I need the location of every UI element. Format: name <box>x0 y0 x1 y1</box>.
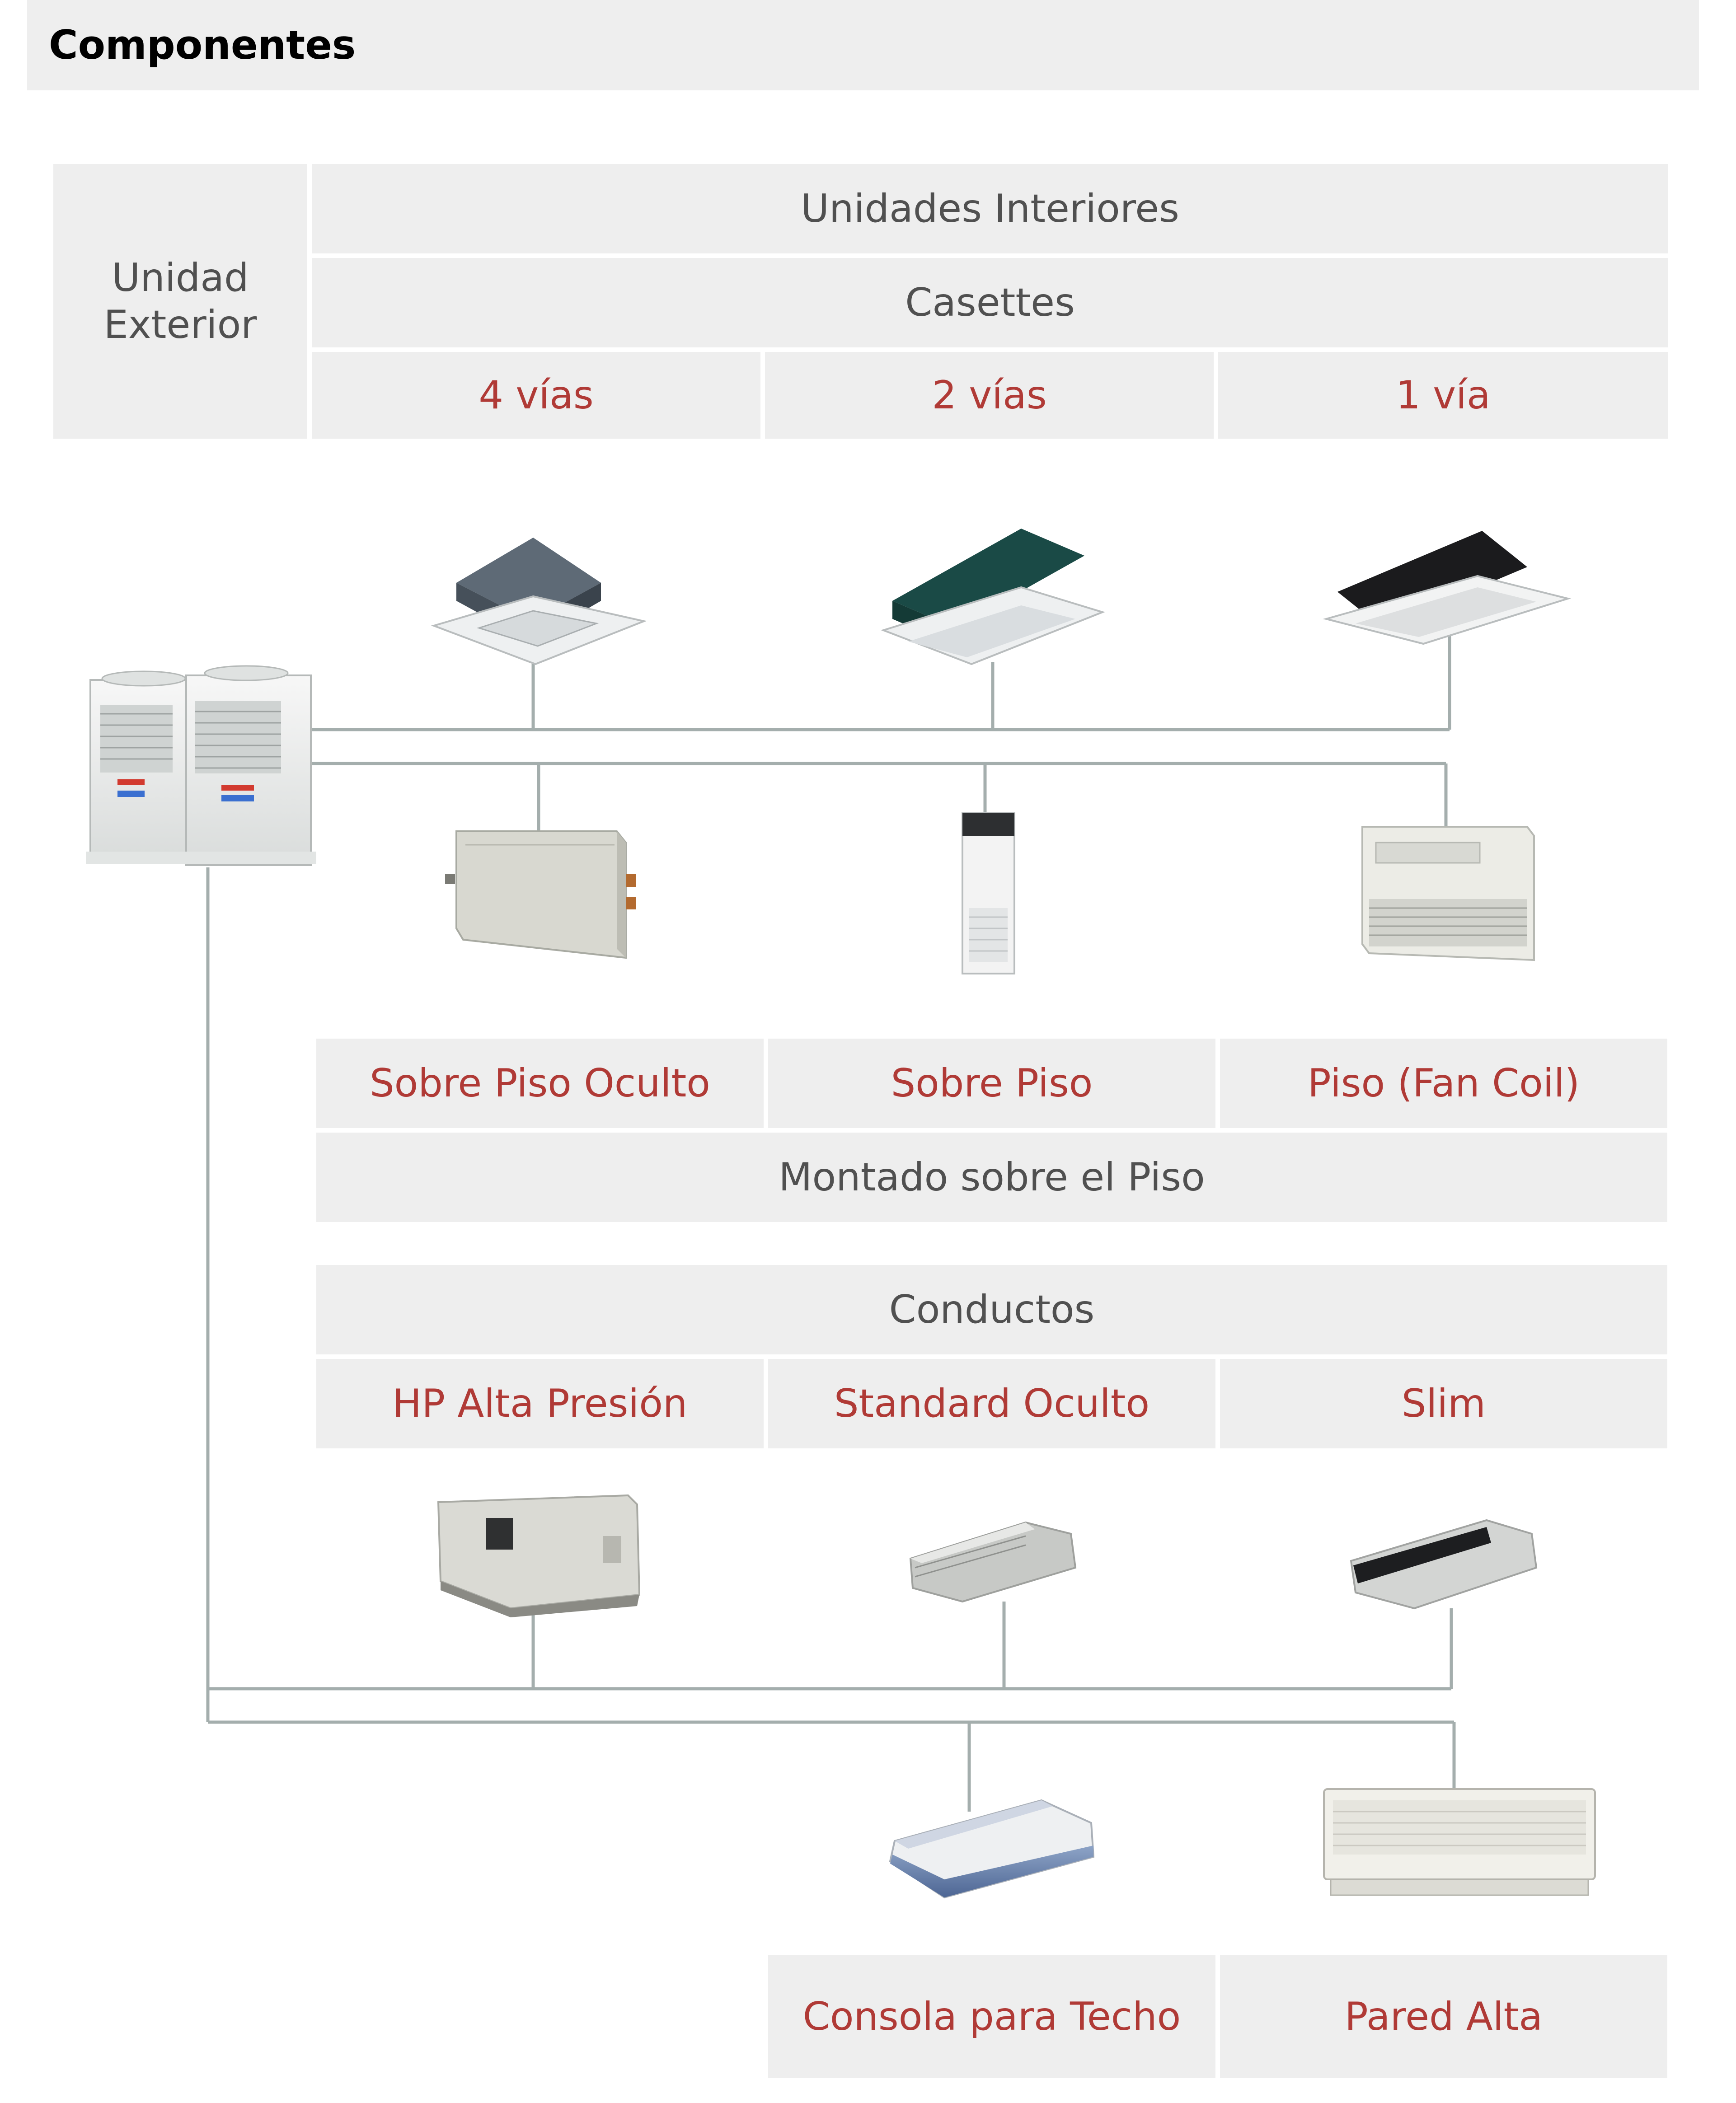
fan-coil-unit-icon <box>1361 826 1535 961</box>
cassette-type-4-way: 4 vías <box>312 352 760 439</box>
outdoor-unit-icon <box>86 665 316 866</box>
concealed-floor-unit-icon <box>445 830 636 959</box>
header-bar <box>27 0 1699 90</box>
floor-type-fan-coil: Piso (Fan Coil) <box>1220 1039 1667 1128</box>
ducts-group-label: Conductos <box>316 1265 1667 1354</box>
floor-type-concealed: Sobre Piso Oculto <box>316 1039 764 1128</box>
ceiling-console-icon <box>889 1799 1095 1899</box>
floor-standing-unit-icon <box>962 812 1015 974</box>
outdoor-unit-label: Unidad Exterior <box>53 164 307 439</box>
floor-pipe-group <box>312 762 1448 831</box>
high-wall-unit-icon <box>1323 1788 1596 1896</box>
cassettes-header: Casettes <box>312 258 1668 347</box>
cassette-4-way-icon <box>431 538 647 665</box>
high-pressure-duct-icon <box>437 1494 641 1617</box>
cassette-type-1-way: 1 vía <box>1218 352 1668 439</box>
cassette-1-way-icon <box>1323 531 1572 645</box>
duct-type-high-pressure: HP Alta Presión <box>316 1359 764 1448</box>
floor-type-standing: Sobre Piso <box>768 1039 1215 1128</box>
duct-type-standard: Standard Oculto <box>768 1359 1215 1448</box>
standard-duct-icon <box>909 1521 1077 1603</box>
indoor-units-header: Unidades Interiores <box>312 164 1668 253</box>
cassette-pipe-group <box>312 635 1451 731</box>
duct-type-slim: Slim <box>1220 1359 1667 1448</box>
outdoor-unit-label-text: Unidad Exterior <box>103 255 257 347</box>
floor-mounted-group-label: Montado sobre el Piso <box>316 1133 1667 1222</box>
high-wall-label: Pared Alta <box>1220 1955 1667 2078</box>
cassette-type-2-way: 2 vías <box>765 352 1214 439</box>
slim-duct-icon <box>1350 1519 1538 1610</box>
ceiling-console-label: Consola para Techo <box>768 1955 1215 2078</box>
cassette-2-way-icon <box>880 529 1106 665</box>
page-title: Componentes <box>49 22 356 68</box>
